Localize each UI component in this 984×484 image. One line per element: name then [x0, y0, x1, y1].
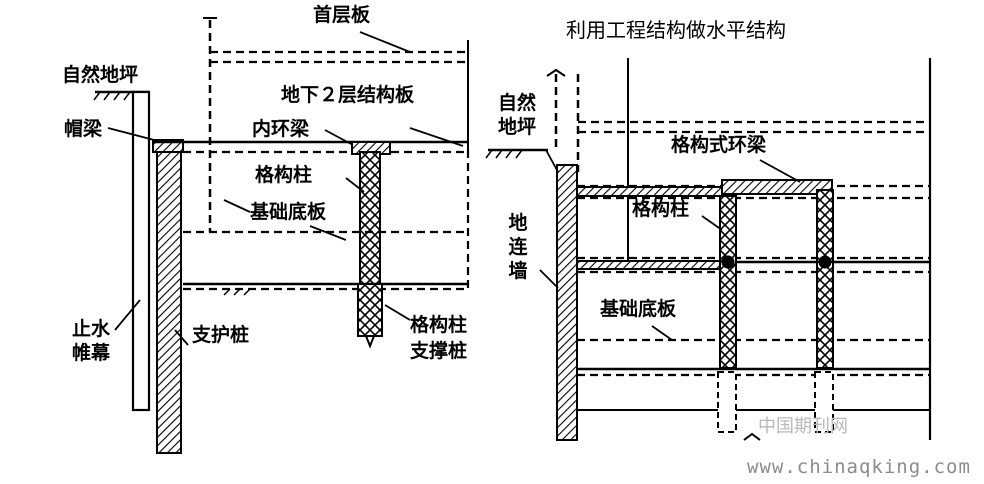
right-lattice-ring-beam [721, 179, 833, 195]
label-inner-ring-beam: 内环梁 [252, 118, 310, 140]
watermark-cn: 中国期刊网 [758, 416, 848, 437]
left-support-pile [156, 144, 182, 454]
right-diagram [485, 58, 932, 441]
right-ground-line [485, 148, 548, 159]
left-diagram [93, 17, 470, 454]
label-right-base-slab: 基础底板 [600, 298, 677, 320]
left-lattice-pile [357, 283, 383, 337]
label-lattice-column: 格构柱 [255, 164, 313, 186]
left-waterproof-curtain [131, 90, 151, 412]
label-right-lattice-column: 格构柱 [632, 198, 690, 220]
label-base-slab: 基础底板 [250, 201, 327, 223]
label-top-slab: 首层板 [313, 4, 371, 26]
label-level2-slab: 地下２层结构板 [281, 84, 415, 106]
right-slab-2 [576, 260, 731, 270]
right-diaphragm-wall [556, 164, 578, 441]
label-cap-beam: 帽梁 [64, 118, 103, 140]
watermark-url: www.chinaqking.com [747, 456, 971, 478]
right-slab-1 [576, 186, 723, 197]
label-waterproof-curtain: 止水 帷幕 [71, 318, 110, 364]
right-diagram-title: 利用工程结构做水平结构 [566, 18, 786, 42]
label-diaphragm-wall: 地 连 墙 [508, 212, 528, 282]
label-natural-ground: 自然地坪 [62, 64, 139, 86]
label-lattice-pile-line2: 支撑桩 [410, 340, 468, 362]
label-lattice-ring-beam: 格构式环梁 [671, 134, 767, 156]
label-lattice-pile-line1: 格构柱 [410, 314, 468, 336]
right-lattice-column-1 [719, 195, 737, 369]
left-lattice-column [359, 151, 381, 285]
right-lattice-column-2 [816, 189, 834, 369]
label-support-pile: 支护桩 [192, 324, 250, 346]
label-right-natural-ground: 自然 地坪 [497, 92, 536, 138]
